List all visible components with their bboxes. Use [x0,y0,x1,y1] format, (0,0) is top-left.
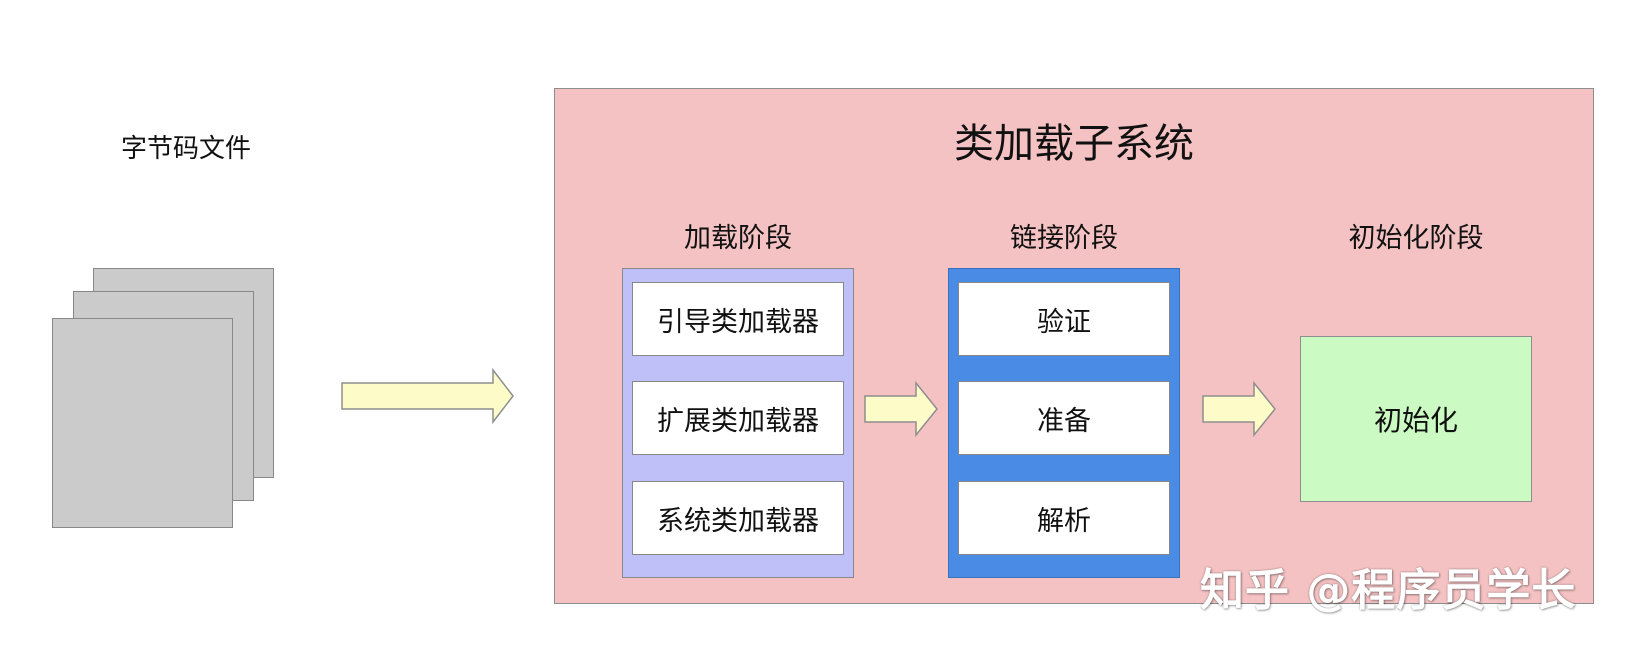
system-class-loader: 系统类加载器 [632,481,844,555]
arrow-to-subsystem [341,367,514,425]
arrow-link-to-init [1202,380,1276,438]
subsystem-title: 类加载子系统 [954,121,1194,167]
stage-label-linking: 链接阶段 [1010,223,1118,254]
verify-step: 验证 [958,282,1170,356]
bytecode-file-label: 字节码文件 [120,134,251,164]
watermark: 知乎 @程序员学长 [1200,565,1577,616]
stage-label-loading: 加载阶段 [684,223,792,254]
resolve-step: 解析 [958,481,1170,555]
arrow-load-to-link [864,380,938,438]
initialization-box: 初始化 [1300,336,1532,502]
bootstrap-class-loader: 引导类加载器 [632,282,844,356]
extension-class-loader: 扩展类加载器 [632,381,844,455]
prepare-step: 准备 [958,381,1170,455]
bytecode-file-sheet-front [52,318,233,528]
stage-label-initialization: 初始化阶段 [1348,223,1484,254]
